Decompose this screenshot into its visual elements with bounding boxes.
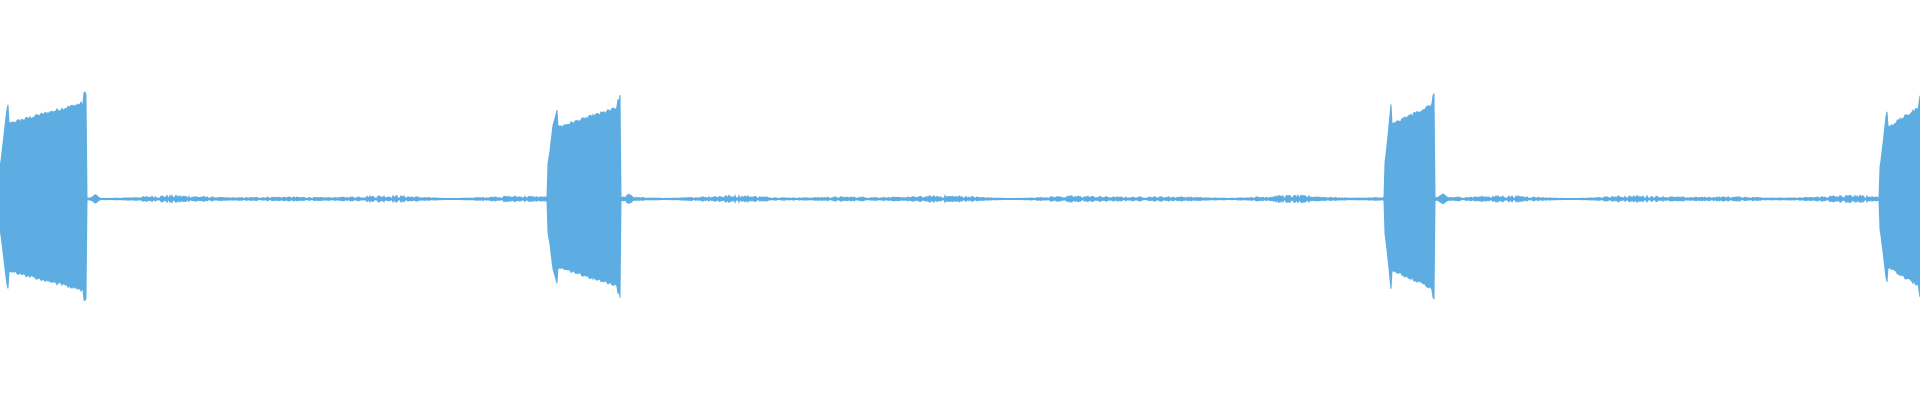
waveform-bars (0, 91, 1920, 302)
waveform-envelope (0, 91, 1920, 302)
